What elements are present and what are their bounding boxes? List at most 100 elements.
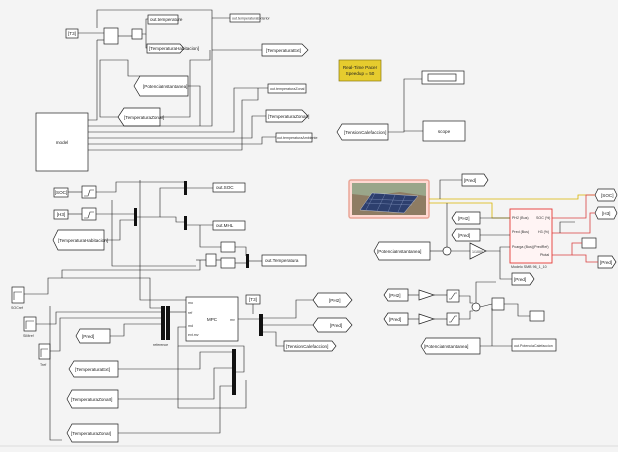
goto-pred-3[interactable] [511, 272, 535, 286]
from-temperatura-ext-2-label: [TemperaturaExt] [75, 367, 110, 372]
goto-temperatura-zona-2-label: [TemperaturaZonaII] [268, 114, 309, 119]
mux-block-1[interactable] [103, 27, 119, 45]
goto-pred-1-label: [Pred] [330, 323, 342, 328]
modelo-subsystem[interactable] [509, 208, 553, 264]
from-potencia-instantanea-1[interactable] [133, 75, 189, 97]
out-mhl-block[interactable] [212, 220, 246, 231]
scope-block-3[interactable] [529, 310, 545, 322]
sum-circle-2[interactable] [471, 302, 481, 312]
mpc-controller-block[interactable] [185, 296, 239, 342]
out-temperatura-exterior-label: out.temperaturaExterior [232, 17, 271, 21]
sum-block-1[interactable] [205, 253, 217, 267]
model-block[interactable] [35, 112, 89, 172]
gain-block-1[interactable] [131, 28, 143, 40]
soc-ref-block[interactable] [11, 286, 25, 304]
display-inner [427, 73, 457, 82]
product-block[interactable] [491, 297, 505, 311]
mpc-section: SOCref SIMref Tref [Pred] [TemperaturaEx… [11, 180, 353, 443]
port-pcarga: Pcarga (Bus)(PredRef) [512, 245, 549, 249]
wire [486, 246, 510, 252]
soc-ref-label: SOCref [11, 306, 23, 310]
goto-pred-top-label: [Pred] [464, 178, 476, 183]
wire [459, 295, 473, 304]
wire [88, 115, 266, 139]
from-tension-calefaccion-1-label: [TensionCalefaccion] [344, 130, 386, 135]
mpc-port-md: md [188, 324, 193, 328]
out-soc-block[interactable] [212, 182, 246, 193]
from-temperatura-habitacion-2-label: [TemperaturaHabitacion] [58, 238, 108, 243]
goto-pred-top[interactable] [461, 173, 489, 187]
bottom-right-section: [PH2] [Pred] [PotenciaInstantanea] out.P… [383, 281, 557, 355]
from-pred-1-label: [Pred] [82, 334, 94, 339]
saturation-icon-1 [449, 292, 457, 300]
goto-tension-calefaccion-2[interactable] [283, 340, 337, 352]
out-temperature-label: out.temperature [150, 17, 183, 22]
from-temperatura-habitacion-2[interactable] [52, 229, 105, 251]
from-temperatura-zona-3-label: [TemperaturaZonaII] [71, 397, 112, 402]
port-ph2-bus: PH2 (Bus) [512, 216, 529, 220]
from-temperatura-zona-3[interactable] [66, 389, 119, 409]
pacer-line2: Speedup = 50 [346, 71, 375, 76]
from-t3-label: [T3] [68, 31, 76, 36]
from-temperatura-zona-4[interactable] [66, 423, 119, 443]
out-soc-label: out.SOC [216, 185, 234, 190]
wire [88, 87, 268, 133]
from-potencia-instantanea-2[interactable] [373, 241, 431, 261]
tref-block[interactable] [38, 343, 51, 360]
from-pred-2[interactable] [451, 228, 481, 242]
mux-bus-4 [246, 254, 249, 268]
scope-block-2[interactable] [581, 237, 597, 249]
from-tension-calefaccion-1[interactable] [336, 123, 389, 141]
goto-temperatura-ext[interactable] [261, 43, 309, 57]
from-pred-3[interactable] [383, 312, 409, 326]
reference-label: reference [153, 343, 168, 347]
from-ph2-2[interactable] [383, 288, 409, 302]
md-mux [232, 349, 236, 395]
wire [459, 310, 473, 320]
saturation-icon-2 [449, 315, 457, 323]
from-soc-block[interactable] [53, 187, 69, 198]
goto-temperatura-zona-2[interactable] [265, 109, 309, 123]
wire [559, 221, 575, 233]
goto-pred-2[interactable] [597, 255, 617, 269]
real-time-pacer-block[interactable] [338, 59, 382, 82]
reference-mux [161, 306, 165, 340]
wire [61, 260, 201, 278]
top-right-section: Real-Time Pacer Speedup = 50 [TensionCal… [336, 59, 466, 142]
wire [137, 187, 184, 218]
solar-panel-array [359, 192, 419, 214]
solar-panel-sky [352, 183, 426, 196]
sum-circle-1[interactable] [442, 246, 452, 256]
goto-ph2-1-label: [PH2] [329, 298, 341, 303]
from-temperatura-zona-4-label: [TemperaturaZonaI] [71, 431, 111, 436]
wire [504, 303, 530, 317]
gain-block-2[interactable] [220, 241, 236, 253]
gain-block-3[interactable] [220, 257, 236, 269]
out-potencia-calefaccion-block[interactable] [511, 338, 557, 352]
from-potencia-instantanea-3[interactable] [420, 337, 481, 355]
pacer-line1: Real-Time Pacer [343, 65, 378, 70]
out-temperatura-ambiente-block[interactable] [275, 132, 313, 143]
wire [88, 88, 259, 151]
wire [188, 85, 201, 126]
from-h3-block[interactable] [53, 209, 69, 220]
scope-block-label: scope [438, 129, 451, 134]
out-temperature-block[interactable] [147, 14, 179, 25]
from-pred-1[interactable] [75, 328, 111, 344]
wire [235, 246, 247, 256]
wire [160, 50, 211, 118]
wire [139, 180, 186, 301]
out-temperatura-zona-block[interactable] [267, 83, 307, 94]
port-pred-bus: Pred (Bus) [512, 230, 529, 234]
goto-pred-2-label: [Pred] [600, 260, 612, 265]
out-temperatura-block[interactable] [261, 254, 307, 267]
wire [145, 34, 147, 49]
from-ph2-1[interactable] [451, 211, 481, 225]
goto-temperatura-habitacion-label: [TemperaturaHabitacion] [149, 46, 199, 51]
from-temperatura-ext-2[interactable] [68, 360, 119, 378]
goto-pred-3-label: [Pred] [514, 277, 526, 282]
from-t3-block[interactable] [65, 28, 79, 39]
middle-left-section: [SOC] [H3] [TemperaturaHabitacion] out.S… [52, 181, 307, 269]
goto-temperatura-habitacion[interactable] [146, 43, 185, 54]
